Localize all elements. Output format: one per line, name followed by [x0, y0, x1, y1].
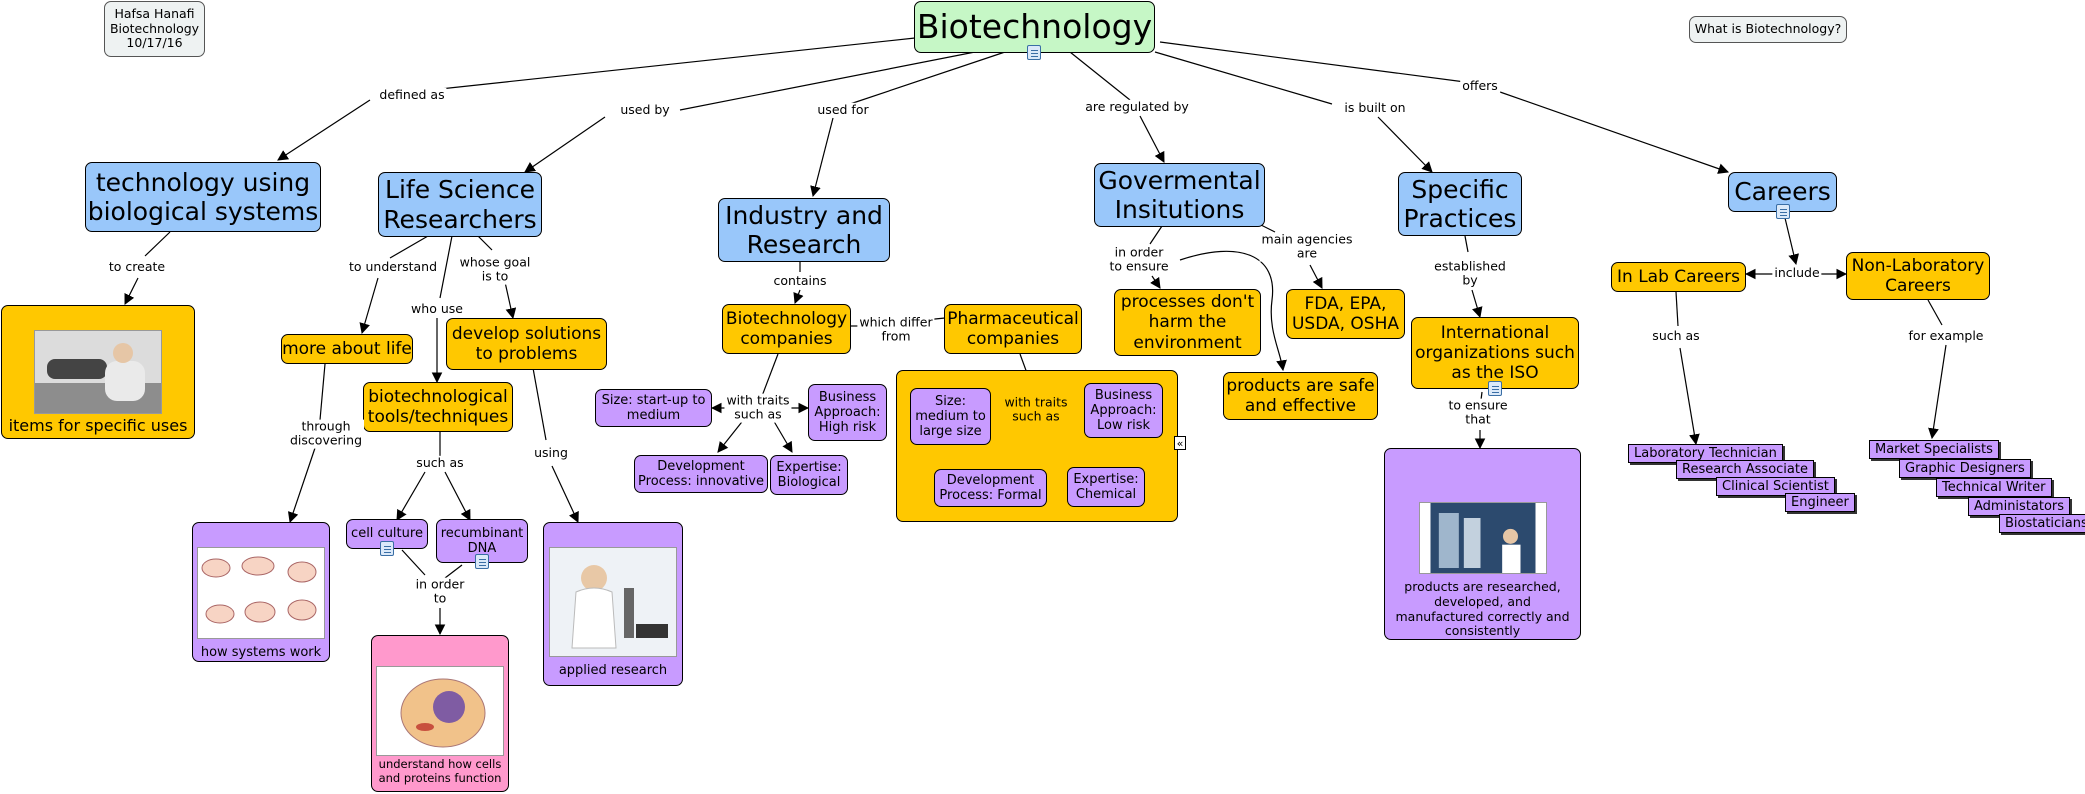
link-used-for: used for — [815, 101, 871, 118]
cell-anatomy-image — [376, 666, 504, 756]
concept-biotechnology-companies[interactable]: Biotechnology companies — [722, 304, 851, 354]
link-regulated-by: are regulated by — [1083, 98, 1191, 115]
link-used-by: used by — [618, 101, 672, 118]
author-date: 10/17/16 — [126, 35, 183, 51]
link-for-example: for example — [1906, 327, 1986, 344]
microscope-scientist-image — [549, 547, 677, 657]
career-biostaticians[interactable]: Biostaticians — [1999, 514, 2085, 533]
link-whose-goal: whose goal is to — [457, 254, 533, 285]
pharma-development[interactable]: Development Process: Formal — [934, 469, 1047, 507]
link-to-ensure-that: to ensure that — [1446, 397, 1510, 428]
career-lab-technician[interactable]: Laboratory Technician — [1628, 444, 1783, 463]
products-researched[interactable]: products are researched, developed, and … — [1384, 448, 1581, 640]
link-who-use: who use — [409, 300, 465, 317]
concept-life-science[interactable]: Life Science Researchers — [378, 172, 542, 237]
document-icon[interactable] — [1027, 45, 1041, 60]
link-main-agencies: main agencies are — [1259, 231, 1355, 262]
applied-research[interactable]: applied research — [543, 522, 683, 686]
link-such-as-lab: such as — [1650, 327, 1702, 344]
link-such-as-tools: such as — [414, 454, 466, 471]
cell-division-diagram-image — [197, 547, 325, 639]
pharma-expertise[interactable]: Expertise: Chemical — [1067, 467, 1145, 507]
author-name: Hafsa Hanafi — [114, 5, 195, 21]
concept-industry-research[interactable]: Industry and Research — [718, 198, 890, 262]
biotech-business[interactable]: Business Approach: High risk — [808, 384, 887, 441]
concept-agencies[interactable]: FDA, EPA, USDA, OSHA — [1286, 289, 1405, 339]
concept-pharmaceutical-companies[interactable]: Pharmaceutical companies — [944, 304, 1082, 354]
career-market-specialists[interactable]: Market Specialists — [1869, 440, 1999, 459]
concept-technology-biological[interactable]: technology using biological systems — [85, 162, 321, 232]
link-defined-as: defined as — [377, 86, 447, 103]
lab-equipment-image — [1418, 502, 1547, 574]
concept-governmental-institutions[interactable]: Govermental Insitutions — [1094, 163, 1265, 227]
concept-non-laboratory-careers[interactable]: Non-Laboratory Careers — [1846, 252, 1990, 300]
biotech-size[interactable]: Size: start-up to medium — [595, 389, 712, 427]
author-subject: Biotechnology — [109, 20, 200, 36]
items-label: items for specific uses — [8, 416, 188, 435]
concept-in-lab-careers[interactable]: In Lab Careers — [1611, 262, 1746, 292]
collapse-icon[interactable]: « — [1174, 436, 1186, 450]
how-systems-label: how systems work — [200, 645, 322, 660]
understand-cells-proteins[interactable]: understand how cells and proteins functi… — [371, 635, 509, 792]
what-is-biotech-button[interactable]: What is Biotechnology? — [1689, 16, 1847, 43]
link-through-discovering: through discovering — [288, 418, 364, 449]
document-icon[interactable] — [380, 541, 394, 556]
link-built-on: is built on — [1342, 99, 1408, 116]
link-contains: contains — [771, 272, 829, 289]
career-administrators[interactable]: Administators — [1968, 497, 2071, 516]
link-with-traits-pharma: with traits such as — [1004, 394, 1068, 424]
applied-research-label: applied research — [558, 663, 668, 678]
concept-specific-practices[interactable]: Specific Practices — [1398, 172, 1522, 236]
link-using: using — [532, 444, 570, 461]
link-offers: offers — [1460, 77, 1500, 94]
pharma-size[interactable]: Size: medium to large size — [910, 388, 991, 445]
items-for-specific-uses[interactable]: items for specific uses — [1, 305, 195, 439]
link-include: include — [1772, 264, 1822, 281]
concept-biotech-tools[interactable]: biotechnological tools/techniques — [363, 382, 513, 432]
concept-products-safe[interactable]: products are safe and effective — [1223, 372, 1378, 420]
document-icon[interactable] — [475, 554, 489, 569]
document-icon[interactable] — [1488, 381, 1502, 396]
concept-international-organizations[interactable]: International organizations such as the … — [1411, 317, 1579, 389]
link-established-by: established by — [1432, 258, 1508, 289]
products-researched-label: products are researched, developed, and … — [1395, 579, 1570, 639]
biotech-expertise[interactable]: Expertise: Biological — [770, 455, 848, 495]
link-in-order-to-ensure: in order to ensure — [1107, 244, 1171, 275]
link-to-create: to create — [106, 258, 168, 275]
concept-more-about-life[interactable]: more about life — [281, 334, 413, 364]
career-clinical-scientist[interactable]: Clinical Scientist — [1716, 477, 1835, 496]
pharma-business[interactable]: Business Approach: Low risk — [1084, 383, 1163, 438]
how-systems-work[interactable]: how systems work — [192, 522, 330, 662]
root-concept[interactable]: Biotechnology — [914, 1, 1155, 53]
link-to-understand: to understand — [346, 258, 440, 275]
link-which-differ: which differ from — [857, 314, 935, 345]
author-info: Hafsa Hanafi Biotechnology 10/17/16 — [104, 1, 205, 57]
concept-develop-solutions[interactable]: develop solutions to problems — [446, 318, 607, 370]
document-icon[interactable] — [1776, 204, 1790, 219]
prosthetic-arm-image — [34, 330, 162, 414]
link-in-order-to: in order to — [413, 576, 467, 607]
career-research-associate[interactable]: Research Associate — [1676, 460, 1814, 479]
biotech-development[interactable]: Development Process: innovative — [634, 455, 768, 493]
career-engineer[interactable]: Engineer — [1785, 493, 1855, 512]
link-with-traits-biotech: with traits such as — [724, 392, 792, 423]
career-graphic-designers[interactable]: Graphic Designers — [1899, 459, 2031, 478]
career-technical-writer[interactable]: Technical Writer — [1936, 478, 2052, 497]
concept-processes-environment[interactable]: processes don't harm the environment — [1114, 289, 1261, 356]
cells-proteins-label: understand how cells and proteins functi… — [378, 757, 502, 785]
